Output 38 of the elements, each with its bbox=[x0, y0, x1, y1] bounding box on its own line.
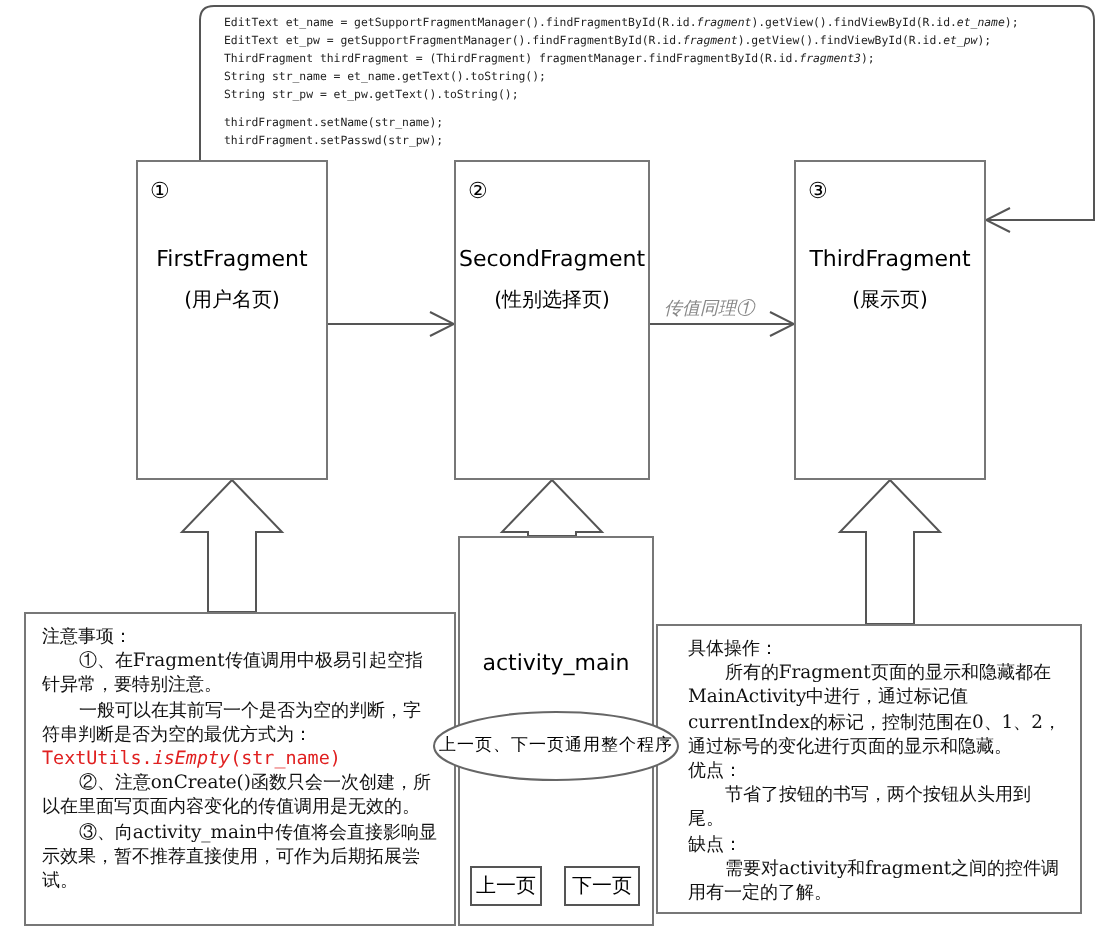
note-paragraph: 需要对activity和fragment之间的控件调用有一定的了解。 bbox=[688, 857, 1062, 907]
note-heading: 优点： bbox=[688, 760, 744, 785]
panel-title: activity_main bbox=[480, 650, 632, 676]
edge-label: 传值同理① bbox=[662, 296, 756, 322]
note-paragraph: 一般可以在其前写一个是否为空的判断，字符串判断是否为空的最优方式为： bbox=[42, 699, 423, 749]
ellipse-text: 上一页、下一页通用整个程序 bbox=[439, 734, 673, 758]
note-paragraph: ①、在Fragment传值调用中极易引起空指针异常，要特别注意。 bbox=[42, 650, 425, 700]
block-arrow bbox=[179, 478, 285, 613]
note-paragraph: ③、向activity_main中传值将会直接影响显示效果，暂不推荐直接使用，可作为后期拓展尝试。 bbox=[42, 821, 438, 895]
note-heading: 注意事项： bbox=[42, 626, 134, 651]
note-ellipse bbox=[432, 710, 680, 782]
note-paragraph: 节省了按钮的书写，两个按钮从头用到尾。 bbox=[688, 784, 1033, 834]
note-box bbox=[656, 624, 1082, 914]
box-title: SecondFragment bbox=[456, 246, 648, 272]
note-heading: 缺点： bbox=[688, 833, 744, 858]
circled-number: ① bbox=[150, 178, 170, 204]
circled-number: ② bbox=[468, 178, 488, 204]
note-paragraph: 所有的Fragment页面的显示和隐藏都在MainActivity中进行，通过标记值currentIndex的标记，控制范围在0、1、2，通过标号的变化进行页面的显示和隐藏。 bbox=[688, 662, 1063, 761]
arrow bbox=[199, 5, 1095, 233]
box-title: ThirdFragment bbox=[807, 246, 973, 272]
fragment-box bbox=[136, 160, 328, 480]
note-paragraph: ②、注意onCreate()函数只会一次创建，所以在里面写页面内容变化的传值调用是无效的。 bbox=[42, 772, 433, 822]
box-subtitle: (用户名页) bbox=[182, 287, 282, 314]
fragment-box bbox=[794, 160, 986, 480]
fragment-box bbox=[454, 160, 650, 480]
note-heading: 具体操作： bbox=[688, 638, 780, 663]
note-box bbox=[24, 612, 456, 926]
box-subtitle: (性别选择页) bbox=[492, 287, 612, 314]
arrow bbox=[649, 311, 795, 337]
arrow bbox=[327, 311, 455, 337]
box-subtitle: (展示页) bbox=[850, 288, 930, 314]
block-arrow bbox=[837, 478, 943, 625]
circled-number: ③ bbox=[808, 178, 828, 204]
box-title: FirstFragment bbox=[154, 246, 310, 272]
page-button: 上一页 bbox=[470, 866, 542, 906]
code-snippet: TextUtils.isEmpty(str_name) bbox=[42, 748, 343, 773]
block-arrow bbox=[499, 478, 605, 537]
page-button: 下一页 bbox=[564, 866, 640, 906]
